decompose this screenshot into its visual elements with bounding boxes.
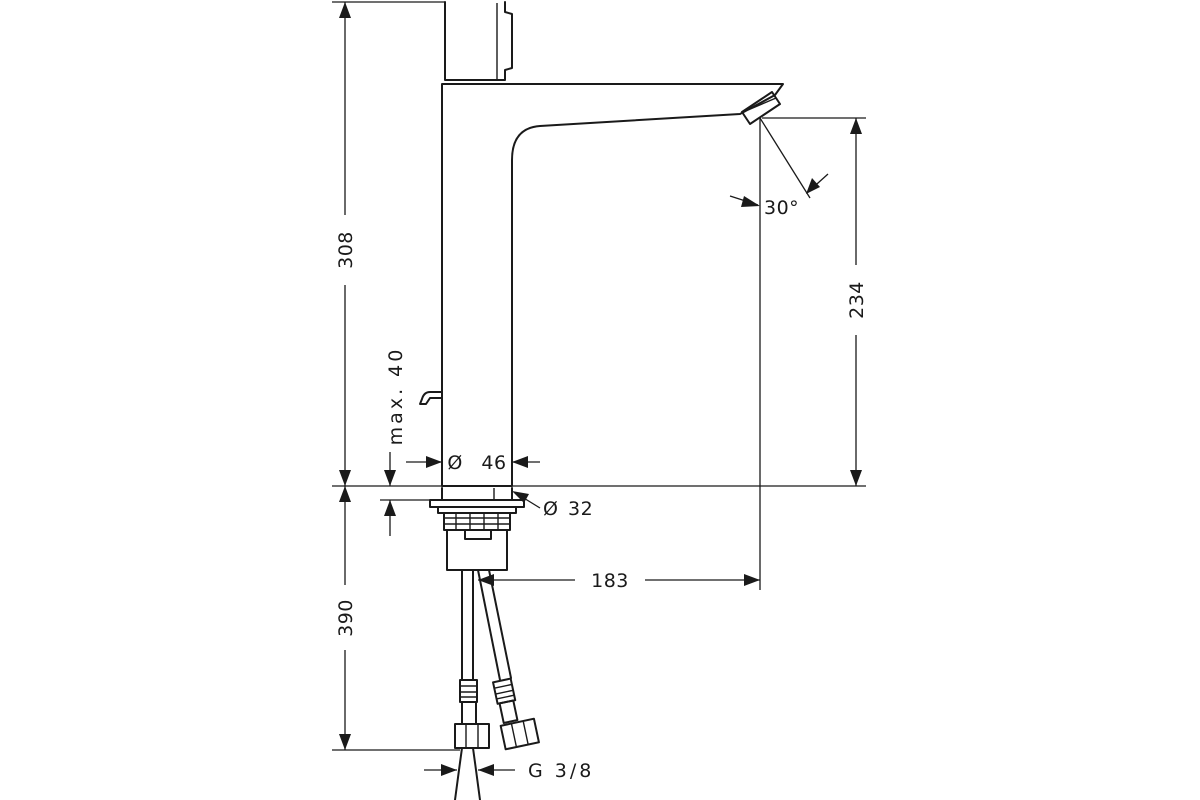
supply-hoses xyxy=(454,569,540,800)
dimension-max-40: max. 40 xyxy=(380,347,430,536)
dimension-234: 234 xyxy=(846,118,868,486)
mounting-assembly xyxy=(429,487,525,571)
dimension-183: 183 xyxy=(478,570,760,592)
label-183: 183 xyxy=(591,570,629,592)
dimension-diameter-46: Ø 46 xyxy=(406,452,540,474)
label-angle-30: 30° xyxy=(764,197,799,219)
label-g-3-8: G 3/8 xyxy=(528,760,594,782)
dimension-390: 390 xyxy=(335,486,357,750)
label-max-40: max. 40 xyxy=(385,347,407,446)
dimension-g-3-8: G 3/8 xyxy=(424,760,594,782)
pop-up-lever xyxy=(419,391,443,405)
dimension-diameter-32: Ø 32 xyxy=(512,491,593,520)
handle xyxy=(444,1,513,81)
dimension-angle-30: 30° xyxy=(729,173,829,219)
label-308: 308 xyxy=(335,231,357,269)
label-diameter-46: Ø 46 xyxy=(447,452,506,474)
reference-lines xyxy=(332,1,866,751)
label-diameter-32: Ø 32 xyxy=(543,498,593,520)
dimension-308: 308 xyxy=(335,2,357,486)
spout-body xyxy=(441,83,784,487)
label-234: 234 xyxy=(846,281,868,319)
aerator xyxy=(741,91,781,125)
label-390: 390 xyxy=(335,599,357,637)
faucet-outline xyxy=(419,1,784,487)
